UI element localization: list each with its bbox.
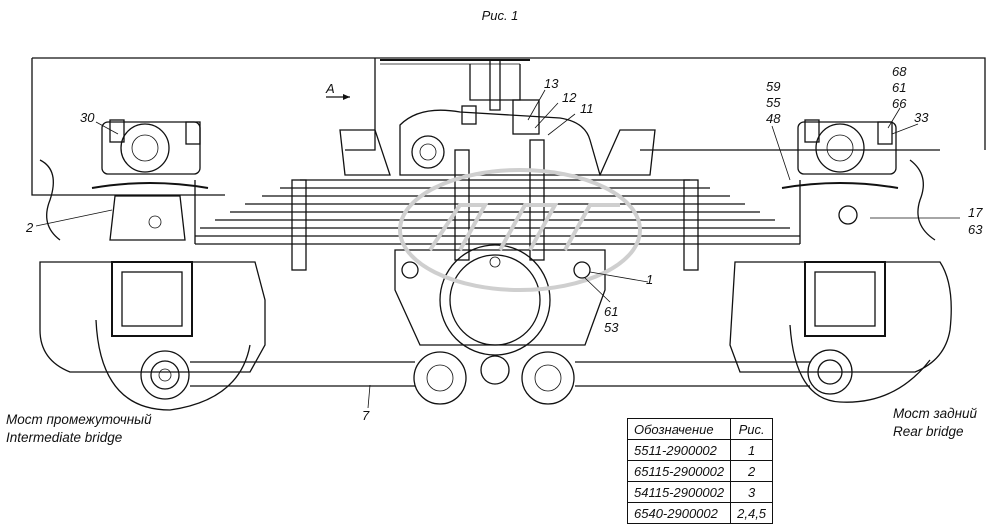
callout-61-lower: 61 <box>604 304 618 319</box>
leaf-spring-pack <box>194 139 801 271</box>
figure-cell: 2 <box>730 460 774 482</box>
callout-12: 12 <box>562 90 577 105</box>
callout-61: 61 <box>892 80 906 95</box>
table-row: 6540-2900002 2,4,5 <box>626 502 774 524</box>
callout-11: 11 <box>580 101 594 116</box>
callout-30: 30 <box>80 110 95 125</box>
spec-table: Обозначение Рис. 5511-2900002 1 65115-29… <box>626 418 774 524</box>
figure-cell: 3 <box>730 481 774 503</box>
left-axle-housing <box>39 261 266 411</box>
callout-48: 48 <box>766 111 781 126</box>
callout-59: 59 <box>766 79 780 94</box>
figure-caption: Рис. 1 <box>482 8 519 23</box>
table-row: 65115-2900002 2 <box>626 460 774 482</box>
callout-17: 17 <box>968 205 983 220</box>
leader-lines <box>35 89 960 409</box>
table-row: 5511-2900002 1 <box>626 439 774 461</box>
callout-33: 33 <box>914 110 929 125</box>
table-row: 54115-2900002 3 <box>626 481 774 503</box>
left-axle-name-ru: Мост промежуточный <box>6 412 152 427</box>
right-axle-housing <box>729 261 952 403</box>
right-axle-name-ru: Мост задний <box>893 406 978 421</box>
header-figure: Рис. <box>730 418 774 440</box>
callout-53: 53 <box>604 320 619 335</box>
left-axle-name-en: Intermediate bridge <box>6 430 122 445</box>
designation-cell: 65115-2900002 <box>626 460 732 482</box>
designation-cell: 54115-2900002 <box>626 481 732 503</box>
figure-cell: 1 <box>730 439 774 461</box>
direction-arrow <box>326 94 350 100</box>
header-designation: Обозначение <box>626 418 732 440</box>
callout-2: 2 <box>25 220 34 235</box>
callout-66: 66 <box>892 96 907 111</box>
figure-cell: 2,4,5 <box>730 502 774 524</box>
center-bracket <box>339 60 656 176</box>
left-spring-seat <box>39 119 209 241</box>
frame-rail <box>31 57 986 196</box>
watermark-logo <box>398 168 642 292</box>
callout-68: 68 <box>892 64 907 79</box>
spec-table-header: Обозначение Рис. <box>626 418 774 440</box>
callout-7: 7 <box>362 408 370 423</box>
callout-55: 55 <box>766 95 781 110</box>
center-housing <box>394 244 606 405</box>
right-axle-name-en: Rear bridge <box>893 424 964 439</box>
reaction-rod <box>190 361 810 387</box>
callout-63: 63 <box>968 222 983 237</box>
right-spring-seat <box>781 119 936 241</box>
designation-cell: 6540-2900002 <box>626 502 732 524</box>
callout-13: 13 <box>544 76 559 91</box>
direction-label: A <box>325 81 335 96</box>
designation-cell: 5511-2900002 <box>626 439 732 461</box>
callout-1: 1 <box>646 272 653 287</box>
